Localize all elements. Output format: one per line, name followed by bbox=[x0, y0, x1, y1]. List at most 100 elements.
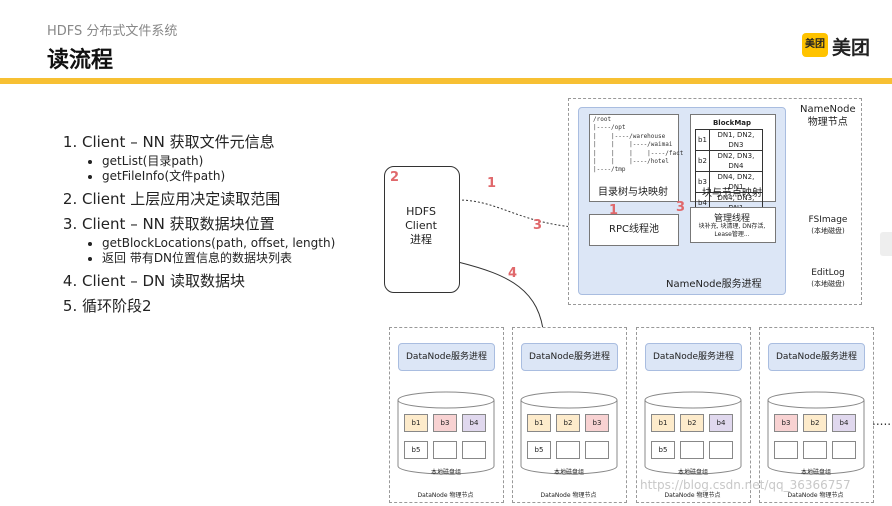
data-block bbox=[556, 441, 580, 459]
step-sublist: getList(目录path)getFileInfo(文件path) bbox=[82, 154, 380, 183]
management-thread-box bbox=[690, 207, 776, 243]
side-scroll-handle[interactable] bbox=[880, 232, 892, 256]
namenode-label-line1: NameNode bbox=[800, 104, 856, 115]
blockmap-caption: 块与节点映射 bbox=[702, 188, 762, 199]
data-block: b4 bbox=[709, 414, 733, 432]
data-block bbox=[433, 441, 457, 459]
data-block: b2 bbox=[803, 414, 827, 432]
rpc-thread-pool: RPC线程池 bbox=[589, 214, 679, 246]
datanode-node-label: DataNode 物理节点 bbox=[787, 492, 844, 499]
slide-subtitle: HDFS 分布式文件系统 bbox=[47, 24, 178, 39]
step-item: Client – DN 读取数据块 bbox=[82, 272, 380, 290]
data-block: b1 bbox=[404, 414, 428, 432]
datanode-node-label: DataNode 物理节点 bbox=[417, 492, 474, 499]
step-sublist: getBlockLocations(path, offset, length)返… bbox=[82, 236, 380, 265]
blockmap-block-id: b1 bbox=[695, 129, 710, 151]
blockmap-block-id: b2 bbox=[695, 150, 710, 172]
data-block: b5 bbox=[404, 441, 428, 459]
step-number-2: 2 bbox=[390, 170, 400, 185]
step-number-1-nn: 1 bbox=[609, 203, 619, 218]
step-sub-item: getFileInfo(文件path) bbox=[102, 169, 380, 183]
management-thread-desc: 块补充, 块清理, DN存活, Lease管理... bbox=[690, 223, 774, 239]
data-block bbox=[585, 441, 609, 459]
local-disk-group-label: 本地磁盘组 bbox=[553, 469, 584, 476]
hdfs-client-process bbox=[384, 166, 460, 293]
data-block: b5 bbox=[527, 441, 551, 459]
blockmap-datanodes: DN2, DN3, DN4 bbox=[708, 150, 763, 172]
data-block: b4 bbox=[462, 414, 486, 432]
namenode-node-label: NameNode 物理节点 bbox=[800, 103, 856, 129]
datanode-service-process: DataNode服务进程 bbox=[645, 343, 742, 371]
slide-title: 读流程 bbox=[47, 48, 114, 73]
step-text: Client – DN 读取数据块 bbox=[82, 272, 246, 290]
meituan-logo-icon: 美团 bbox=[802, 33, 828, 57]
data-block: b4 bbox=[832, 414, 856, 432]
datanode-service-process: DataNode服务进程 bbox=[521, 343, 618, 371]
blockmap-datanodes: DN1, DN2, DN3 bbox=[708, 129, 763, 151]
step-number-4-client: 4 bbox=[508, 266, 518, 281]
data-block: b3 bbox=[774, 414, 798, 432]
directory-tree-caption: 目录树与块映射 bbox=[598, 187, 668, 198]
mgr-desc-line1: 块补充, 块清理, DN存活, bbox=[698, 223, 766, 230]
data-block: b3 bbox=[433, 414, 457, 432]
step-item: 循环阶段2 bbox=[82, 297, 380, 315]
step-text: Client – NN 获取数据块位置 bbox=[82, 215, 275, 233]
step-number-3-client: 3 bbox=[533, 218, 543, 233]
data-block: b1 bbox=[651, 414, 675, 432]
management-thread-title: 管理线程 bbox=[713, 214, 750, 224]
step-text: Client 上层应用决定读取范围 bbox=[82, 190, 281, 208]
data-block bbox=[803, 441, 827, 459]
client-label-line1: HDFS bbox=[406, 205, 436, 218]
step-item: Client – NN 获取文件元信息getList(目录path)getFil… bbox=[82, 133, 380, 183]
client-to-datanode-arrow bbox=[457, 261, 547, 338]
step-sub-item: 返回 带有DN位置信息的数据块列表 bbox=[102, 251, 380, 265]
datanode-service-process: DataNode服务进程 bbox=[768, 343, 865, 371]
data-block bbox=[680, 441, 704, 459]
hdfs-client-label: HDFS Client 进程 bbox=[384, 205, 458, 247]
accent-bar bbox=[0, 78, 892, 84]
step-number-1-client: 1 bbox=[487, 176, 497, 191]
fsimage-label-line2: (本地磁盘) bbox=[811, 227, 845, 235]
namenode-process-label: NameNode服务进程 bbox=[666, 279, 762, 290]
directory-tree-box bbox=[589, 114, 679, 202]
editlog-label-line1: EditLog bbox=[811, 268, 845, 278]
local-disk-group-label: 本地磁盘组 bbox=[677, 469, 708, 476]
data-block bbox=[462, 441, 486, 459]
namenode-label-line2: 物理节点 bbox=[807, 117, 848, 128]
datanode-node-label: DataNode 物理节点 bbox=[540, 492, 597, 499]
fsimage-label: FSImage (本地磁盘) bbox=[800, 215, 856, 237]
more-datanodes-ellipsis: ...... bbox=[872, 414, 892, 428]
meituan-logo-text: 美团 bbox=[832, 37, 871, 59]
steps-ordered-list: Client – NN 获取文件元信息getList(目录path)getFil… bbox=[60, 133, 380, 315]
mgr-desc-line2: Lease管理... bbox=[714, 231, 750, 238]
data-block: b5 bbox=[651, 441, 675, 459]
step-sub-item: getBlockLocations(path, offset, length) bbox=[102, 236, 380, 250]
data-block bbox=[709, 441, 733, 459]
data-block bbox=[774, 441, 798, 459]
step-sub-item: getList(目录path) bbox=[102, 154, 380, 168]
step-number-3-nn: 3 bbox=[676, 200, 686, 215]
source-watermark: https://blog.csdn.net/qq_36366757 bbox=[640, 478, 851, 492]
local-disk-group-label: 本地磁盘组 bbox=[430, 469, 461, 476]
step-text: 循环阶段2 bbox=[82, 297, 152, 315]
editlog-label-line2: (本地磁盘) bbox=[811, 280, 845, 288]
rpc-request-arrow bbox=[457, 199, 588, 231]
blockmap-title: BlockMap bbox=[712, 119, 752, 127]
read-steps-list: Client – NN 获取文件元信息getList(目录path)getFil… bbox=[60, 133, 380, 322]
data-block bbox=[832, 441, 856, 459]
datanode-service-process: DataNode服务进程 bbox=[398, 343, 495, 371]
local-disk-group-label: 本地磁盘组 bbox=[800, 469, 831, 476]
data-block: b3 bbox=[585, 414, 609, 432]
editlog-label: EditLog (本地磁盘) bbox=[800, 268, 856, 290]
client-label-line2: Client bbox=[405, 219, 437, 232]
data-block: b2 bbox=[556, 414, 580, 432]
fsimage-label-line1: FSImage bbox=[808, 215, 848, 225]
datanode-node-label: DataNode 物理节点 bbox=[664, 492, 721, 499]
client-label-line3: 进程 bbox=[410, 233, 432, 246]
directory-tree-text: /root |----/opt | |----/warehouse | | |-… bbox=[593, 116, 684, 174]
data-block: b2 bbox=[680, 414, 704, 432]
